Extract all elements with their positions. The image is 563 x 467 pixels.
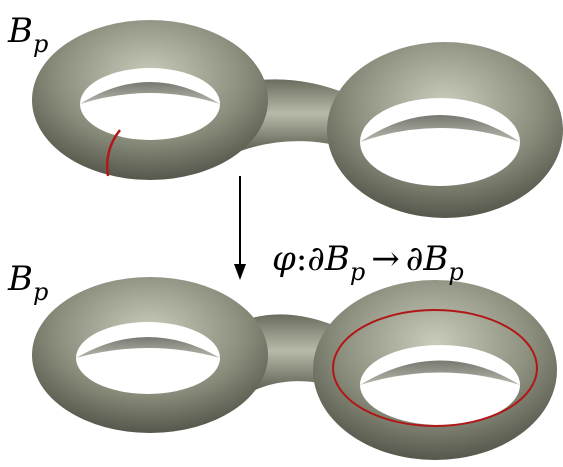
- top-body-label: Bp: [7, 11, 48, 58]
- bottom-genus-two-surface: [32, 277, 557, 460]
- bottom-body-label: Bp: [7, 259, 48, 306]
- gluing-map-label: φ:∂Bp→∂Bp: [272, 239, 464, 286]
- top-left-hole: [80, 68, 220, 140]
- bottom-longitude-curve: [332, 309, 538, 427]
- bottom-right-hole: [360, 345, 520, 425]
- top-right-hole: [360, 98, 520, 186]
- down-arrow: [234, 176, 246, 280]
- bottom-left-hole: [76, 322, 220, 394]
- top-genus-two-surface: [32, 20, 563, 218]
- top-meridian-curve: [106, 129, 121, 177]
